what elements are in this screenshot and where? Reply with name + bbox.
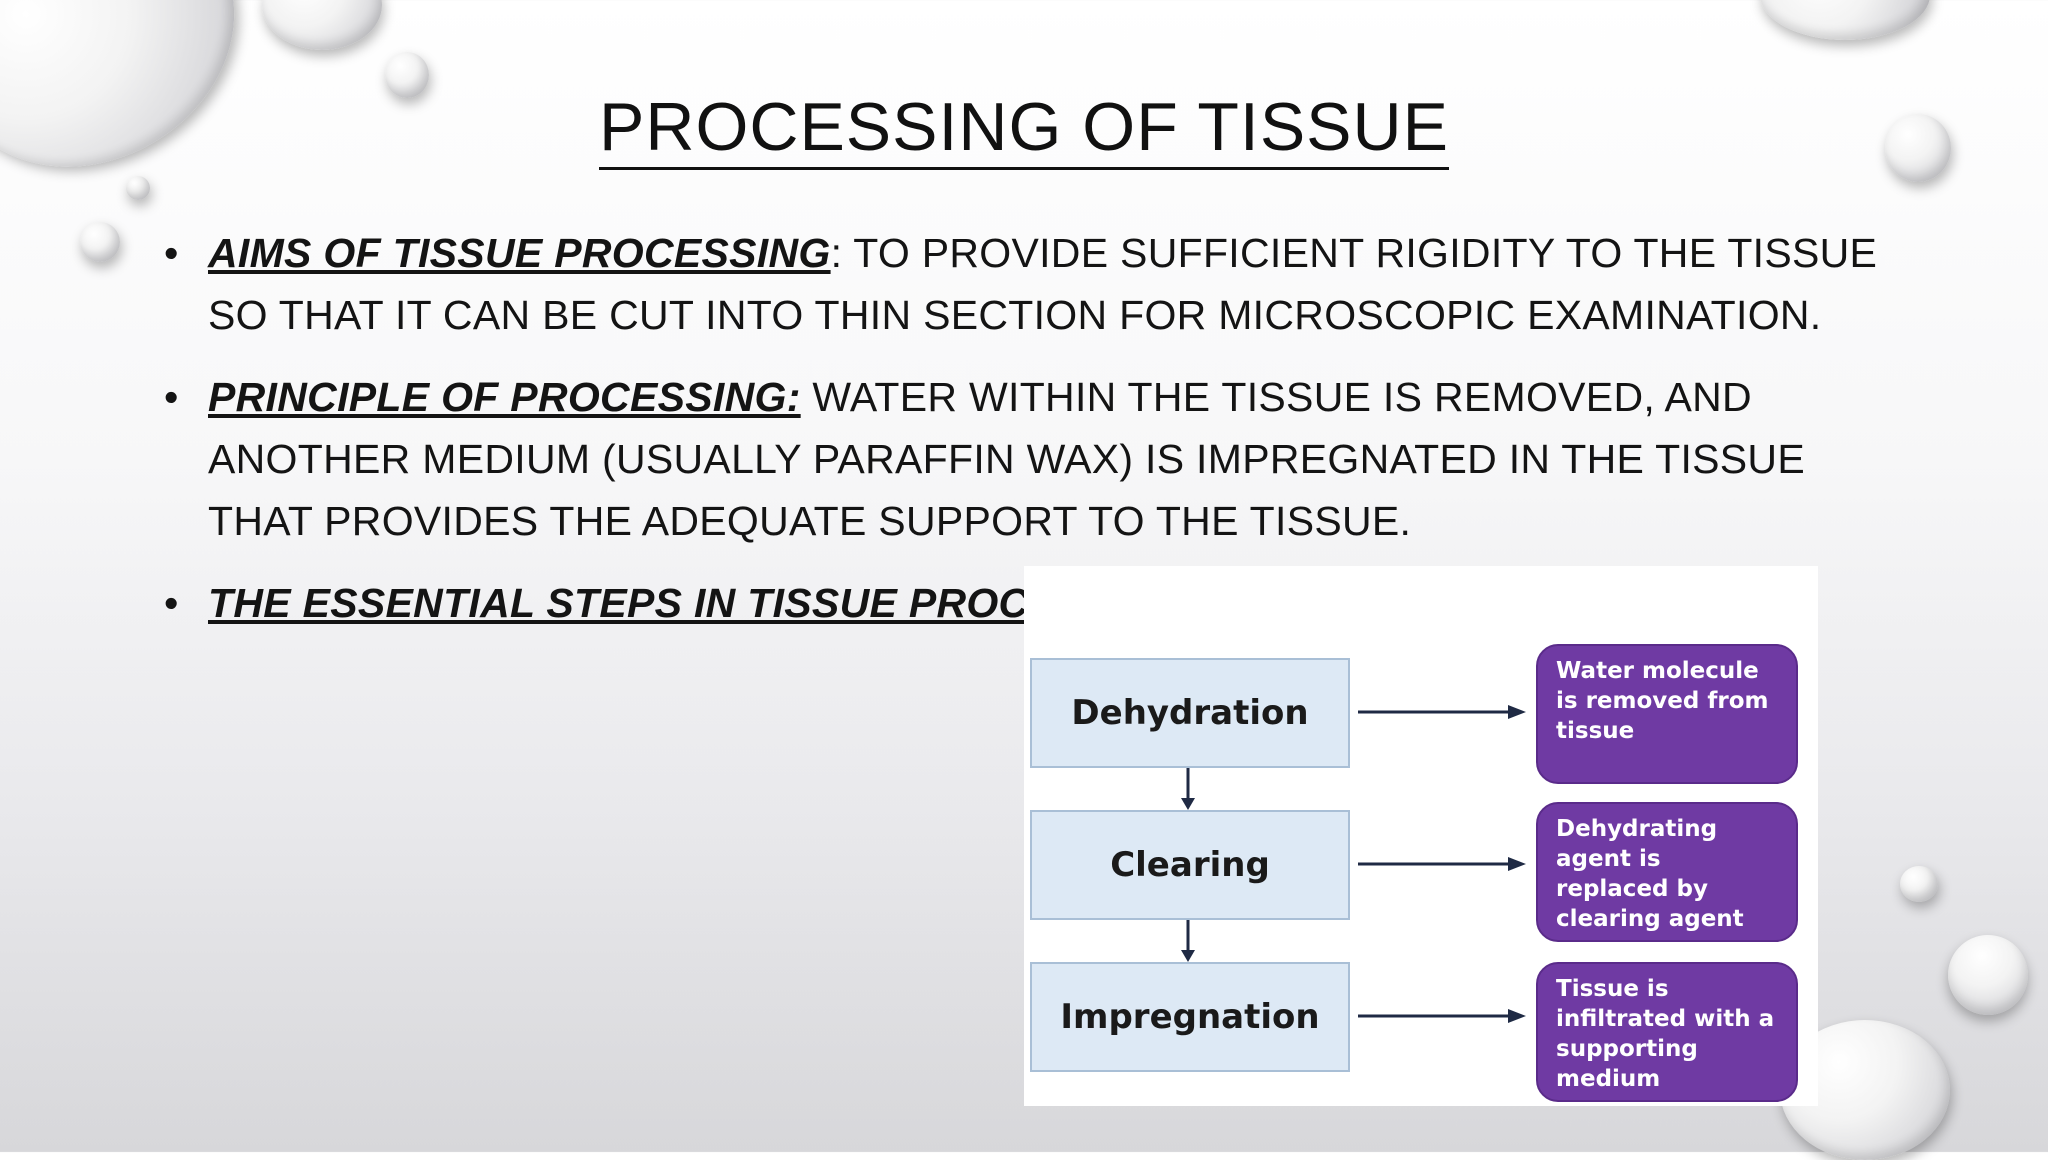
droplet-decoration — [1760, 0, 1930, 40]
step-impregnation: Impregnation — [1030, 962, 1350, 1072]
down-arrow-icon — [1181, 768, 1195, 810]
bullet-text: : TO PROVIDE SUFFICIENT RIGIDITY TO THE … — [208, 230, 1878, 338]
result-dehydration: Water molecule is removed from tissue — [1536, 644, 1798, 784]
bullet-aims: • AIMS OF TISSUE PROCESSING: TO PROVIDE … — [164, 222, 1884, 346]
bullet-dot: • — [164, 230, 179, 276]
processing-steps-diagram: Dehydration Clearing Impregnation Water … — [1024, 566, 1818, 1106]
bullet-dot: • — [164, 374, 179, 420]
step-dehydration: Dehydration — [1030, 658, 1350, 768]
right-arrow-icon — [1358, 705, 1526, 719]
bullet-heading: AIMS OF TISSUE PROCESSING — [208, 230, 831, 276]
bullet-text: WATER WITHIN THE TISSUE IS REMOVED, AND … — [208, 374, 1805, 544]
bullet-steps: • THE ESSENTIAL STEPS IN TISSUE PROCES — [164, 572, 1884, 634]
bullet-dot: • — [164, 580, 179, 626]
droplet-decoration — [126, 176, 150, 200]
bullet-heading: PRINCIPLE OF PROCESSING: — [208, 374, 801, 420]
bullet-list: • AIMS OF TISSUE PROCESSING: TO PROVIDE … — [164, 222, 1884, 654]
droplet-decoration — [1900, 866, 1938, 902]
droplet-decoration — [1885, 114, 1951, 182]
slide-title-text: PROCESSING OF TISSUE — [598, 89, 1449, 170]
bullet-principle: • PRINCIPLE OF PROCESSING: WATER WITHIN … — [164, 366, 1884, 552]
right-arrow-icon — [1358, 857, 1526, 871]
down-arrow-icon — [1181, 920, 1195, 962]
droplet-decoration — [1936, 923, 2040, 1027]
droplet-decoration — [80, 222, 120, 262]
right-arrow-icon — [1358, 1009, 1526, 1023]
bullet-heading: THE ESSENTIAL STEPS IN TISSUE PROCES — [208, 580, 1084, 626]
step-clearing: Clearing — [1030, 810, 1350, 920]
slide-title: PROCESSING OF TISSUE — [0, 88, 2048, 170]
droplet-decoration — [262, 0, 382, 50]
result-clearing: Dehydrating agent is replaced by clearin… — [1536, 802, 1798, 942]
result-impregnation: Tissue is infiltrated with a supporting … — [1536, 962, 1798, 1102]
droplet-decoration — [385, 52, 429, 98]
